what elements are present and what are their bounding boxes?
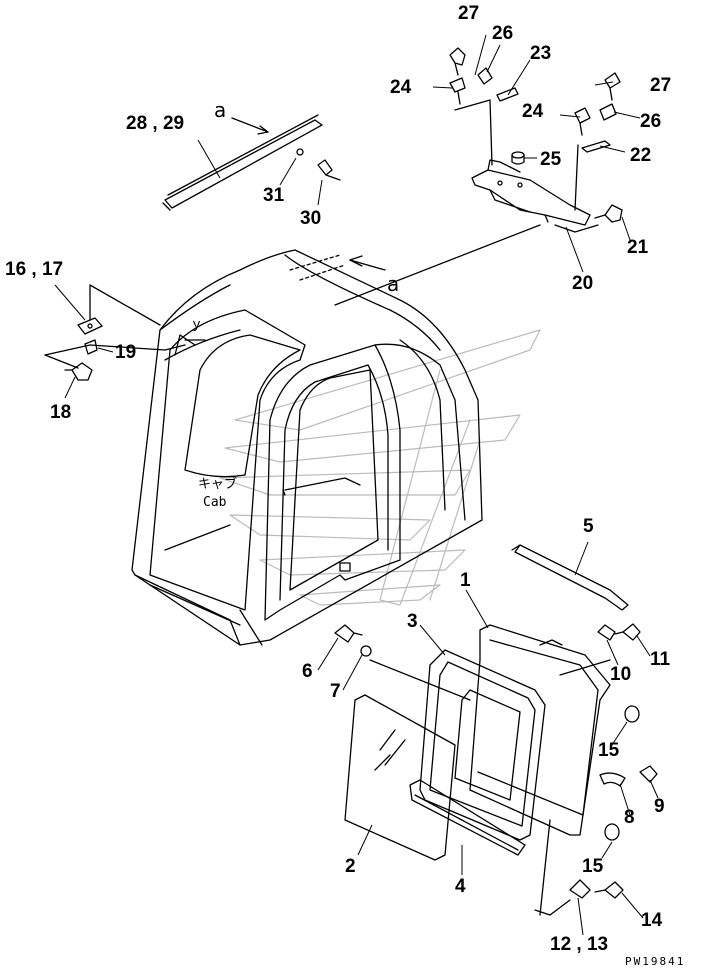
callout-14: 14 <box>641 910 663 931</box>
callout-26: 26 <box>640 111 662 132</box>
callout-6: 6 <box>302 661 313 682</box>
left-bracket-parts <box>44 284 186 381</box>
callout-20: 20 <box>572 273 594 294</box>
cab-label-jp: キャブ <box>198 477 238 492</box>
callout-31: 31 <box>263 185 285 206</box>
window-assembly <box>334 544 658 916</box>
callout-3: 3 <box>407 611 418 632</box>
rail-part <box>162 114 341 211</box>
callout-5: 5 <box>583 516 594 537</box>
callout-12-13: 12 , 13 <box>550 934 609 955</box>
callout-1: 1 <box>460 570 471 591</box>
callout-16-17: 16 , 17 <box>5 259 64 280</box>
callout-24: 24 <box>522 101 544 122</box>
callout-7: 7 <box>330 681 341 702</box>
watermark-logo <box>219 329 541 606</box>
callout-15: 15 <box>598 740 620 761</box>
view-marker-a-top: a <box>214 98 227 122</box>
callout-10: 10 <box>610 664 632 685</box>
cab-body <box>131 249 483 646</box>
callout-25: 25 <box>540 149 562 170</box>
callout-15: 15 <box>582 856 604 877</box>
callout-24: 24 <box>390 77 412 98</box>
callout-21: 21 <box>627 237 649 258</box>
drawing-code: PW19841 <box>625 955 686 968</box>
callout-18: 18 <box>50 402 72 423</box>
callout-22: 22 <box>630 145 652 166</box>
bracket-part <box>449 47 623 233</box>
view-arrows <box>231 117 541 306</box>
callout-9: 9 <box>654 796 665 817</box>
callout-11: 11 <box>650 649 671 670</box>
mark-y: ｙ <box>190 317 204 332</box>
callout-26: 26 <box>492 23 514 44</box>
callout-4: 4 <box>455 876 466 897</box>
view-marker-a-roof: a <box>387 272 400 296</box>
callout-8: 8 <box>624 807 635 828</box>
callout-2: 2 <box>345 856 356 877</box>
cab-label-en: Cab <box>203 495 227 510</box>
callout-19: 19 <box>115 342 137 363</box>
callout-27: 27 <box>458 3 480 24</box>
callout-28-29: 28 , 29 <box>126 113 185 134</box>
callout-23: 23 <box>530 43 552 64</box>
callout-30: 30 <box>300 208 322 229</box>
callout-27: 27 <box>650 75 672 96</box>
